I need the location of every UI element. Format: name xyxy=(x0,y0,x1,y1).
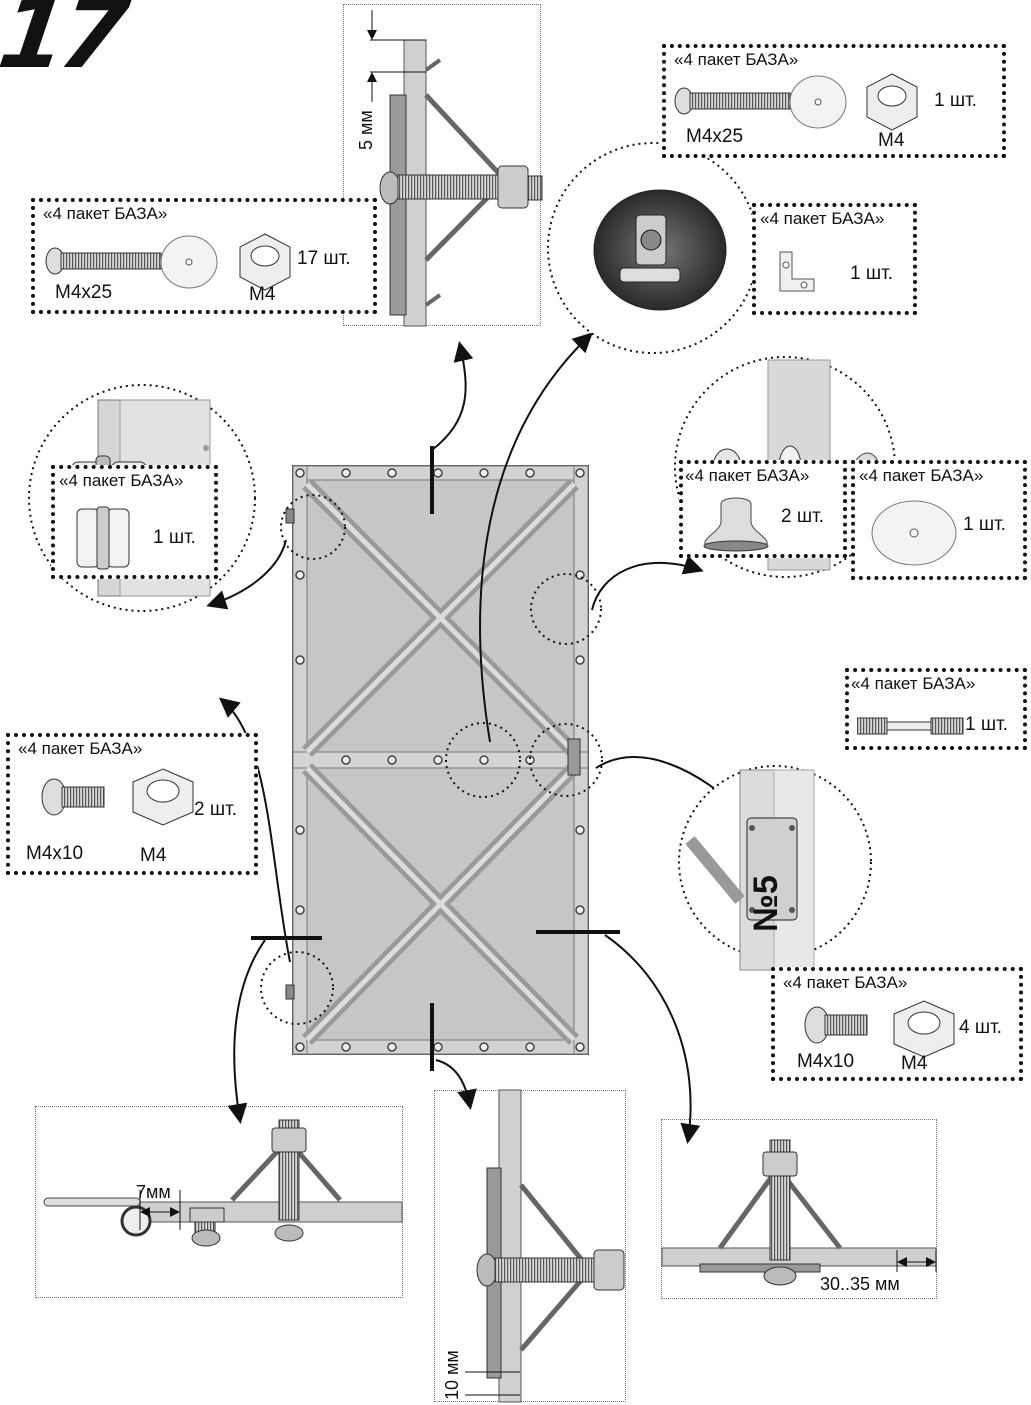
box-title: «4 пакет БАЗА» xyxy=(783,973,908,992)
quantity-label: 17 шт. xyxy=(297,248,351,269)
bracket-icon xyxy=(779,251,815,292)
parts-box-hinge: «4 пакет БАЗА» 1 шт. xyxy=(51,465,218,579)
latch-zoom xyxy=(678,765,872,971)
dimension-bottom: 10 мм xyxy=(442,1350,462,1400)
parts-box-latch-screws: «4 пакет БАЗА» M4x10 M4 4 шт. xyxy=(771,967,1023,1081)
nut-label: M4 xyxy=(249,284,276,305)
nut-icon xyxy=(239,233,291,291)
screw-icon xyxy=(45,247,162,275)
screw-icon xyxy=(674,87,791,115)
screw-icon xyxy=(41,778,105,816)
box-title: «4 пакет БАЗА» xyxy=(43,204,168,223)
washer-icon xyxy=(789,75,847,129)
detail-panel-bottom xyxy=(434,1090,626,1402)
quantity-label: 2 шт. xyxy=(781,506,824,527)
quantity-label: 2 шт. xyxy=(194,799,237,820)
quantity-label: 4 шт. xyxy=(959,1017,1002,1038)
box-title: «4 пакет БАЗА» xyxy=(851,674,976,693)
quantity-label: 1 шт. xyxy=(934,90,977,111)
bracket-zoom xyxy=(547,142,759,354)
quantity-label: 1 шт. xyxy=(153,527,196,548)
nut-icon xyxy=(866,73,918,131)
parts-box-stud: «4 пакет БАЗА» 1 шт. xyxy=(845,668,1027,750)
box-title: «4 пакет БАЗА» xyxy=(859,466,984,485)
dimension-hinge-offset: 7мм xyxy=(136,1182,171,1202)
parts-box-washer: «4 пакет БАЗА» 1 шт. xyxy=(851,460,1027,580)
screw-label: M4x25 xyxy=(686,126,744,147)
quantity-label: 1 шт. xyxy=(850,263,893,284)
box-title: «4 пакет БАЗА» xyxy=(59,471,184,490)
screw-label: M4x10 xyxy=(797,1051,855,1072)
box-title: «4 пакет БАЗА» xyxy=(18,739,143,758)
dimension-top: 5 мм xyxy=(356,110,376,150)
hinge-icon xyxy=(76,506,130,570)
washer-icon xyxy=(160,235,218,289)
door-frame xyxy=(285,465,589,1055)
nut-label: M4 xyxy=(878,130,905,151)
dimension-right-offset: 30..35 мм xyxy=(820,1274,900,1294)
parts-box-hinge-screws: «4 пакет БАЗА» M4x10 M4 2 шт. xyxy=(6,733,258,875)
quantity-label: 1 шт. xyxy=(965,714,1008,735)
nut-icon xyxy=(132,768,194,826)
stud-icon xyxy=(857,717,964,735)
quantity-label: 1 шт. xyxy=(963,514,1006,535)
nut-label: M4 xyxy=(140,845,167,866)
screw-label: M4x25 xyxy=(55,282,113,303)
nut-icon xyxy=(893,1000,955,1058)
parts-box-screws-17: «4 пакет БАЗА» M4x25 M4 17 шт. xyxy=(31,198,377,314)
top-section-detail xyxy=(367,10,543,327)
parts-box-bracket: «4 пакет БАЗА» 1 шт. xyxy=(752,203,917,315)
latch-number-label: №5 xyxy=(747,875,785,932)
right-section-detail xyxy=(661,1139,937,1286)
bottom-section-detail xyxy=(465,1089,625,1403)
washer-icon xyxy=(871,500,957,566)
nut-label: M4 xyxy=(901,1053,928,1074)
screw-icon xyxy=(804,1006,868,1044)
box-title: «4 пакет БАЗА» xyxy=(760,209,885,228)
screw-label: M4x10 xyxy=(26,843,84,864)
box-title: «4 пакет БАЗА» xyxy=(685,466,810,485)
parts-box-knob: «4 пакет БАЗА» 2 шт. xyxy=(679,460,847,558)
knob-icon xyxy=(703,497,769,552)
box-title: «4 пакет БАЗА» xyxy=(674,50,799,69)
parts-box-screws-1: «4 пакет БАЗА» M4x25 M4 1 шт. xyxy=(662,44,1006,158)
hinge-section-detail xyxy=(43,1119,403,1247)
